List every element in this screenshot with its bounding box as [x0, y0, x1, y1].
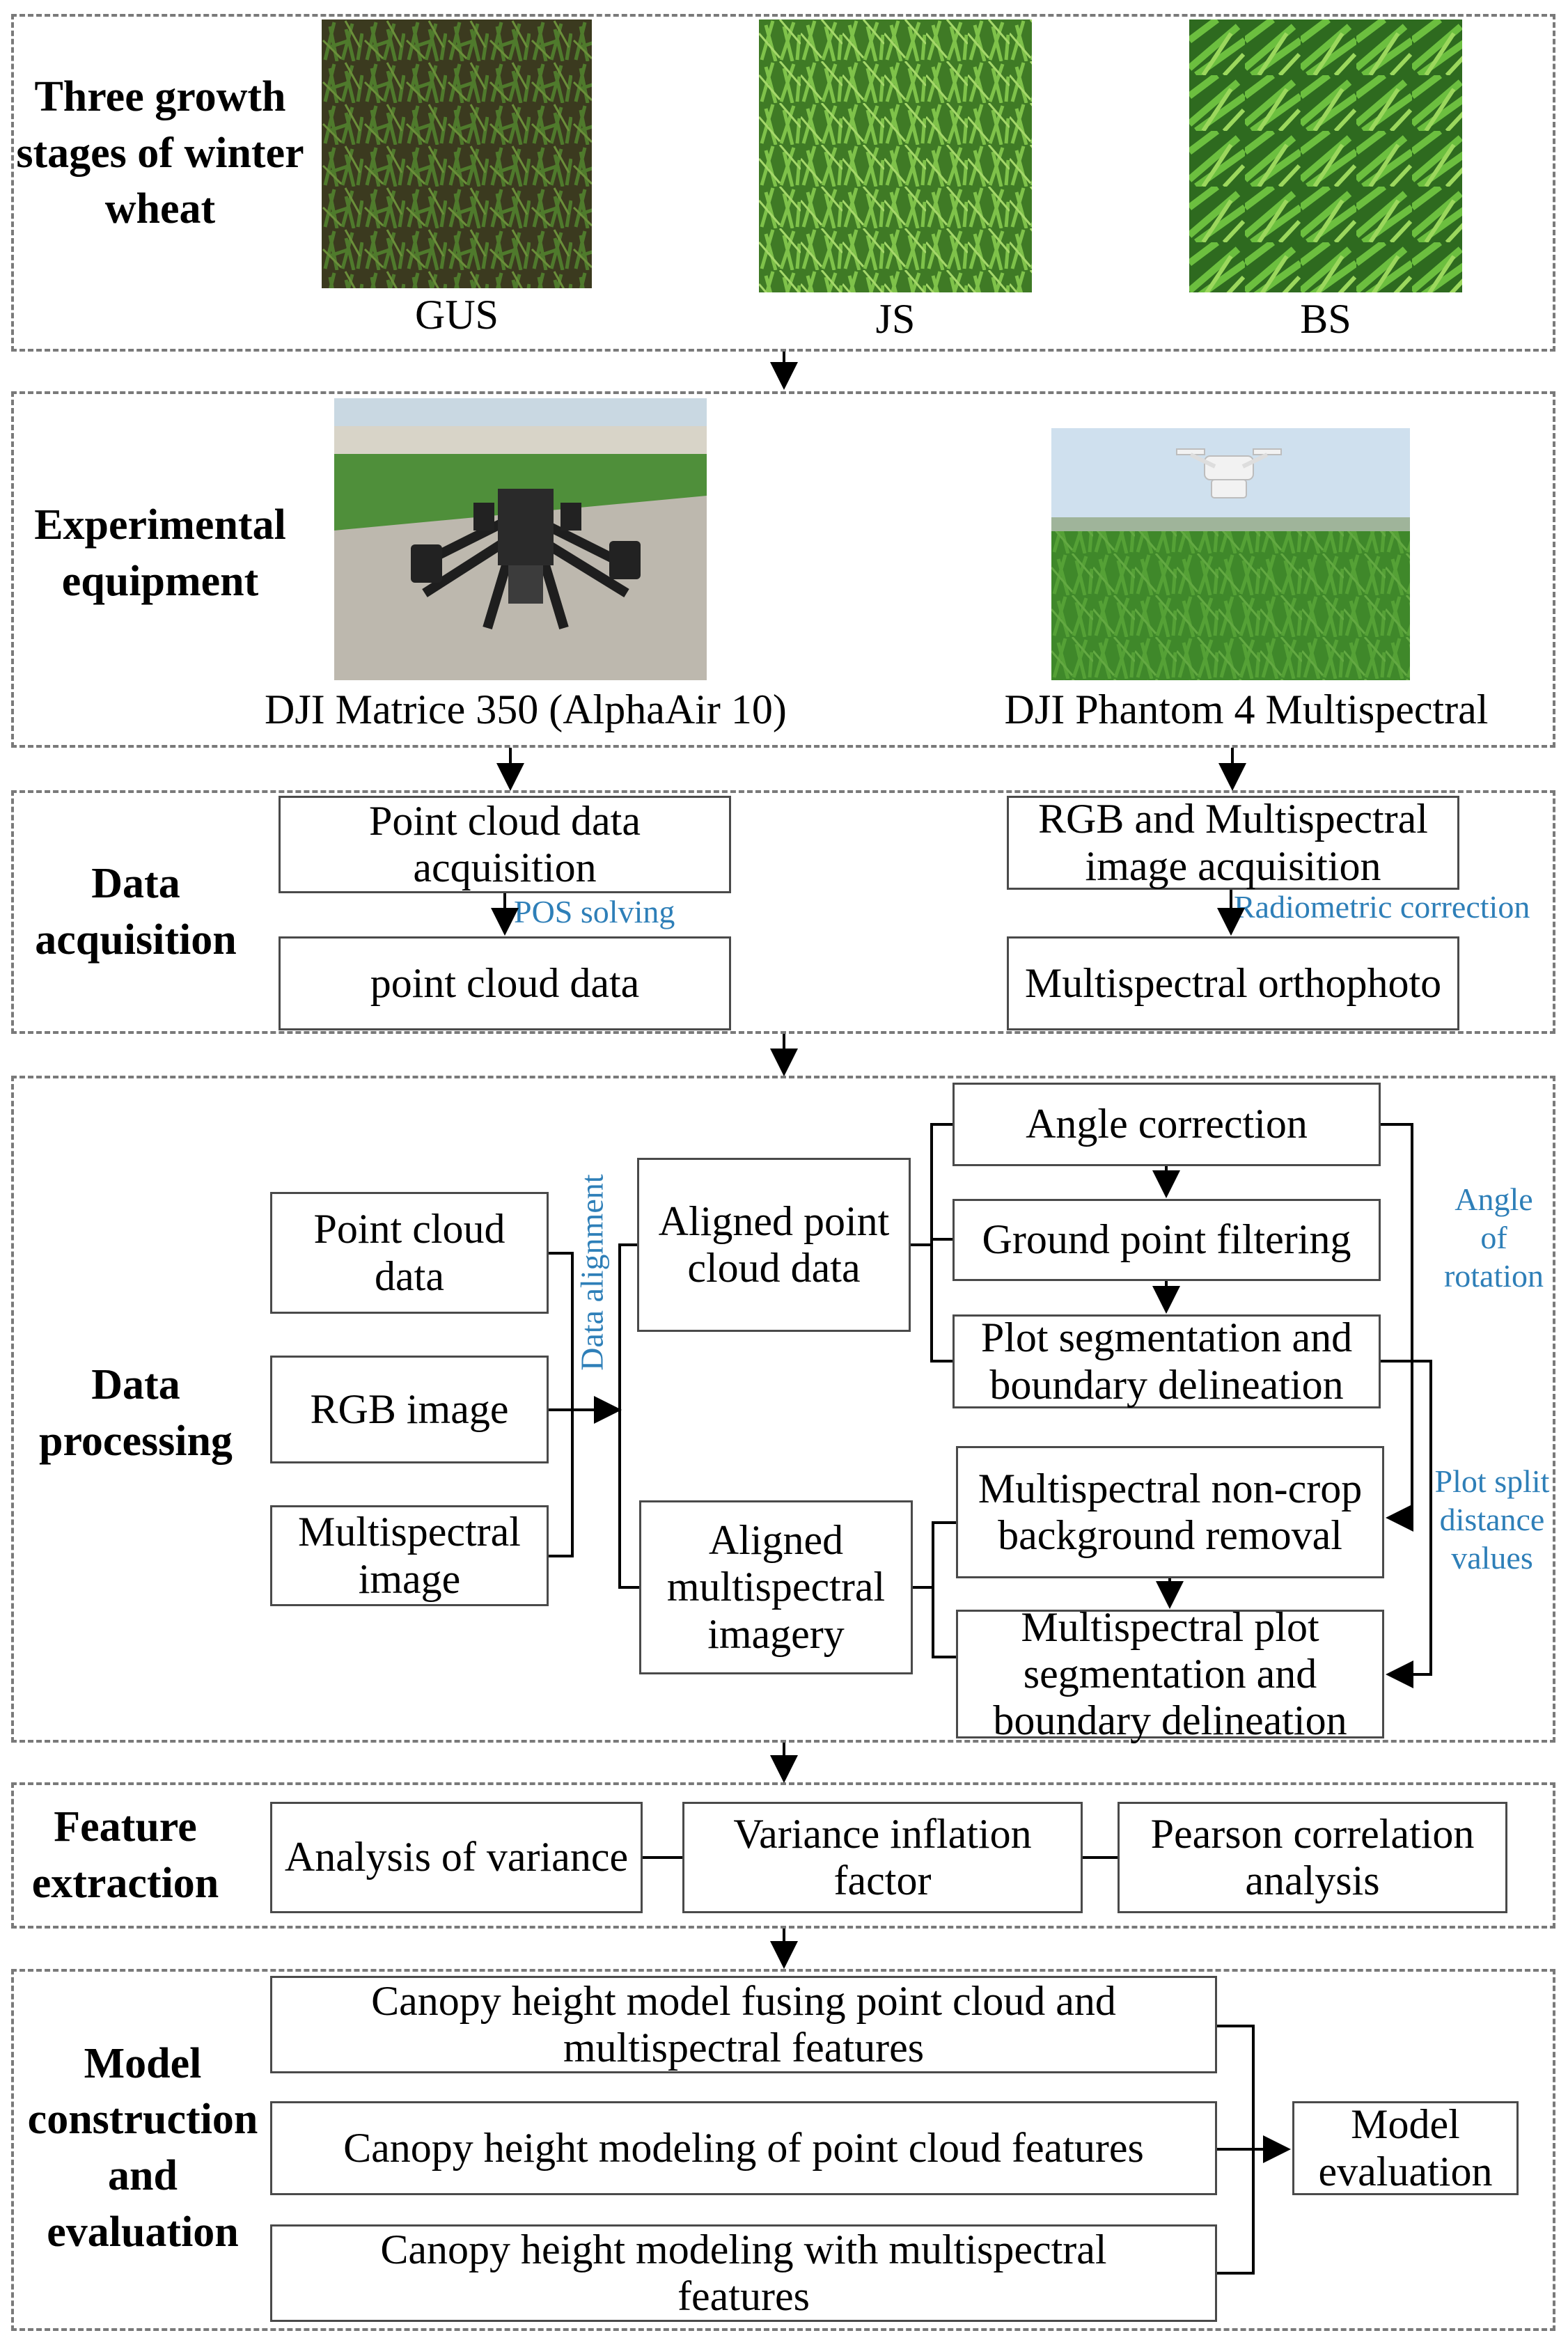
pos-solving-annotation: POS solving: [514, 894, 675, 929]
wheat-photo-gus: [322, 19, 592, 288]
growth-stages-label: Three growth stages of winter wheat: [16, 73, 304, 233]
plot-split-annotation: Plot split distance values: [1434, 1463, 1550, 1576]
section-model-construction: [11, 1969, 1555, 2331]
input-point-cloud-box: Point cloud data: [270, 1192, 549, 1314]
equipment-label: Experimental equipment: [34, 501, 286, 605]
point-cloud-acquisition-box: Point cloud data acquisition: [279, 796, 731, 893]
input-multispectral-image-box: Multispectral image: [270, 1505, 549, 1606]
rgb-multispectral-acquisition-box: RGB and Multispectral image acquisition: [1007, 796, 1459, 890]
section-feature-extraction: [11, 1782, 1555, 1929]
section-growth-stages: [11, 14, 1555, 352]
equipment-caption-phantom: DJI Phantom 4 Multispectral: [1004, 686, 1489, 732]
aligned-multispectral-box: Aligned multispectral imagery: [639, 1500, 913, 1674]
stage-label-js: JS: [875, 296, 916, 342]
multispectral-background-removal-box: Multispectral non-crop background remova…: [956, 1446, 1384, 1578]
feature-extraction-label: Feature extraction: [31, 1803, 219, 1907]
stage-label-bs: BS: [1300, 296, 1351, 342]
equipment-caption-matrice: DJI Matrice 350 (AlphaAir 10): [265, 686, 787, 732]
drone-photo-matrice: [334, 398, 707, 680]
section-data-processing: [11, 1076, 1555, 1743]
multispectral-plot-segmentation-box: Multispectral plot segmentation and boun…: [956, 1604, 1384, 1743]
model-evaluation-box: Model evaluation: [1292, 2101, 1519, 2195]
data-processing-label: Data processing: [39, 1361, 233, 1465]
angle-correction-box: Angle correction: [952, 1083, 1381, 1166]
wheat-photo-bs: [1189, 19, 1462, 292]
multispectral-orthophoto-box: Multispectral orthophoto: [1007, 936, 1459, 1030]
data-acquisition-label: Data acquisition: [35, 860, 237, 964]
angle-of-rotation-annotation: Angle of rotation: [1443, 1181, 1544, 1294]
radiometric-correction-annotation: Radiometric correction: [1234, 889, 1530, 925]
section-equipment: [11, 391, 1555, 748]
drone-photo-phantom: [1051, 428, 1410, 680]
multispectral-model-box: Canopy height modeling with multispectra…: [270, 2224, 1217, 2322]
fused-model-box: Canopy height model fusing point cloud a…: [270, 1976, 1217, 2073]
point-cloud-data-box: point cloud data: [279, 936, 731, 1030]
stage-label-gus: GUS: [414, 292, 499, 338]
anova-box: Analysis of variance: [270, 1802, 643, 1913]
model-construction-label: Model construction and evaluation: [27, 2039, 258, 2256]
wheat-photo-js: [759, 19, 1032, 292]
plot-segmentation-box: Plot segmentation and boundary delineati…: [952, 1314, 1381, 1408]
input-rgb-image-box: RGB image: [270, 1356, 549, 1463]
point-cloud-model-box: Canopy height modeling of point cloud fe…: [270, 2101, 1217, 2195]
ground-point-filtering-box: Ground point filtering: [952, 1199, 1381, 1281]
aligned-point-cloud-box: Aligned point cloud data: [637, 1158, 911, 1332]
pearson-box: Pearson correlation analysis: [1118, 1802, 1507, 1913]
section-data-acquisition: [11, 790, 1555, 1034]
vif-box: Variance inflation factor: [682, 1802, 1083, 1913]
